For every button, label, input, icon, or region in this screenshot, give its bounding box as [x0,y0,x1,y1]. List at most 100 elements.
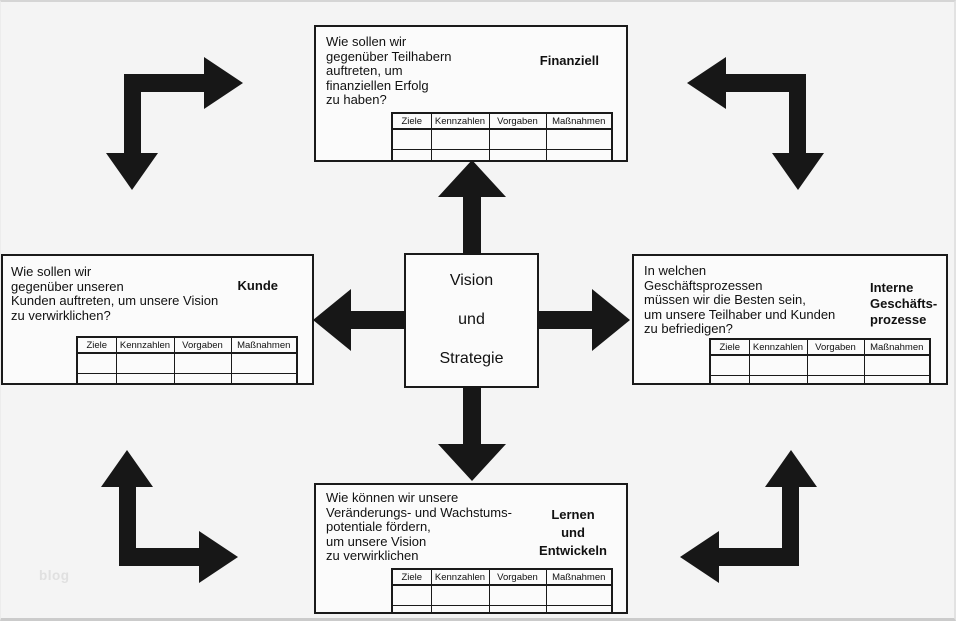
table-cell [76,372,117,383]
table-cell [545,148,613,160]
table-cell [173,352,232,374]
table-cell [545,128,613,150]
table-row [76,372,298,383]
question-line: Kunden auftreten, um unsere Vision [11,293,219,309]
table-cell [709,374,750,383]
table-header-vorgaben: Vorgaben [488,112,547,130]
question-line: um unsere Vision [326,533,427,549]
question-text: Wie können wir unsere Veränderungs- und … [326,490,512,564]
arrow-left-icon [313,289,406,351]
question-line: Wie können wir unsere [326,490,459,505]
table-cell [748,374,808,383]
question-line: finanziellen Erfolg [326,77,429,93]
center-line: und [458,311,485,328]
table-header-ziele: Ziele [709,338,750,356]
question-line: zu haben? [326,92,387,108]
question-line: Wie sollen wir [326,34,407,49]
bent-arrow-top-right-icon [687,57,824,190]
table-header-massnahmen: Maßnahmen [545,568,613,586]
table-row [76,352,298,374]
table-cell [863,374,931,383]
table-header-kennzahlen: Kennzahlen [430,112,490,130]
table-cell [115,352,175,374]
question-line: In welchen [644,263,707,278]
arrow-down-icon [438,386,506,481]
table-row [391,604,613,612]
question-line: um unsere Teilhaber und Kunden [644,306,836,322]
scorecard-table: Ziele Kennzahlen Vorgaben Maßnahmen [76,336,298,383]
table-header-kennzahlen: Kennzahlen [115,336,175,354]
title-line: Geschäfts- [870,296,938,311]
perspective-box-finanziell: Wie sollen wir gegenüber Teilhabern auft… [314,25,628,162]
table-header-ziele: Ziele [76,336,117,354]
table-header-vorgaben: Vorgaben [173,336,232,354]
title-line: prozesse [870,312,927,327]
table-cell [430,584,490,606]
table-cell [391,604,432,612]
question-line: Geschäftsprozessen [644,277,763,293]
table-cell [430,128,490,150]
table-cell [430,604,490,612]
question-line: gegenüber unseren [11,278,124,294]
table-cell [488,584,547,606]
title-line: Entwickeln [539,543,607,558]
perspective-box-kunde: Wie sollen wir gegenüber unseren Kunden … [1,254,314,385]
table-cell [806,374,865,383]
perspective-title: Kunde [237,278,278,293]
title-line: Interne [870,280,914,295]
table-cell [76,352,117,374]
table-header-vorgaben: Vorgaben [488,568,547,586]
scorecard-table: Ziele Kennzahlen Vorgaben Maßnahmen [709,338,931,383]
blog-watermark: blog [39,568,70,583]
table-cell [115,372,175,383]
question-line: gegenüber Teilhabern [326,48,452,64]
center-line: Vision [449,272,494,289]
scorecard-table: Ziele Kennzahlen Vorgaben Maßnahmen [391,112,613,160]
perspective-title: Lernen und Entwickeln [528,506,618,560]
vision-strategie-text: Vision und Strategie [406,255,537,378]
perspective-title: Interne Geschäfts- prozesse [870,280,937,328]
question-line: zu verwirklichen? [11,307,111,323]
bent-arrow-bottom-right-icon [680,450,817,583]
table-header-massnahmen: Maßnahmen [230,336,298,354]
center-line: Strategie [439,350,504,367]
table-row [391,584,613,606]
perspective-title: Finanziell [539,53,599,68]
perspective-box-lernen-entwickeln: Wie können wir unsere Veränderungs- und … [314,483,628,614]
question-line: Veränderungs- und Wachstums- [326,504,512,520]
table-cell [391,584,432,606]
table-header-kennzahlen: Kennzahlen [748,338,808,356]
table-cell [488,128,547,150]
table-header-vorgaben: Vorgaben [806,338,865,356]
arrow-right-icon [537,289,630,351]
table-cell [391,148,432,160]
table-header-massnahmen: Maßnahmen [863,338,931,356]
table-cell [863,354,931,376]
arrow-up-icon [438,160,506,255]
table-row [709,374,931,383]
vision-strategie-box: Vision und Strategie [404,253,539,388]
table-cell [545,584,613,606]
table-cell [806,354,865,376]
table-header-massnahmen: Maßnahmen [545,112,613,130]
question-line: Wie sollen wir [11,264,92,279]
bent-arrow-top-left-icon [106,57,243,190]
table-cell [488,604,547,612]
question-text: Wie sollen wir gegenüber unseren Kunden … [11,264,219,323]
table-header-kennzahlen: Kennzahlen [430,568,490,586]
table-row [391,128,613,150]
question-line: auftreten, um [326,63,403,79]
table-header-ziele: Ziele [391,568,432,586]
bent-arrow-bottom-left-icon [101,450,238,583]
question-text: In welchen Geschäftsprozessen müssen wir… [644,263,836,337]
table-cell [173,372,232,383]
table-cell [391,128,432,150]
question-line: müssen wir die Besten sein, [644,292,806,308]
table-row [391,148,613,160]
title-line: Lernen [551,507,595,522]
title-line: und [561,525,585,540]
table-cell [230,352,298,374]
question-line: zu befriedigen? [644,321,733,337]
table-cell [545,604,613,612]
